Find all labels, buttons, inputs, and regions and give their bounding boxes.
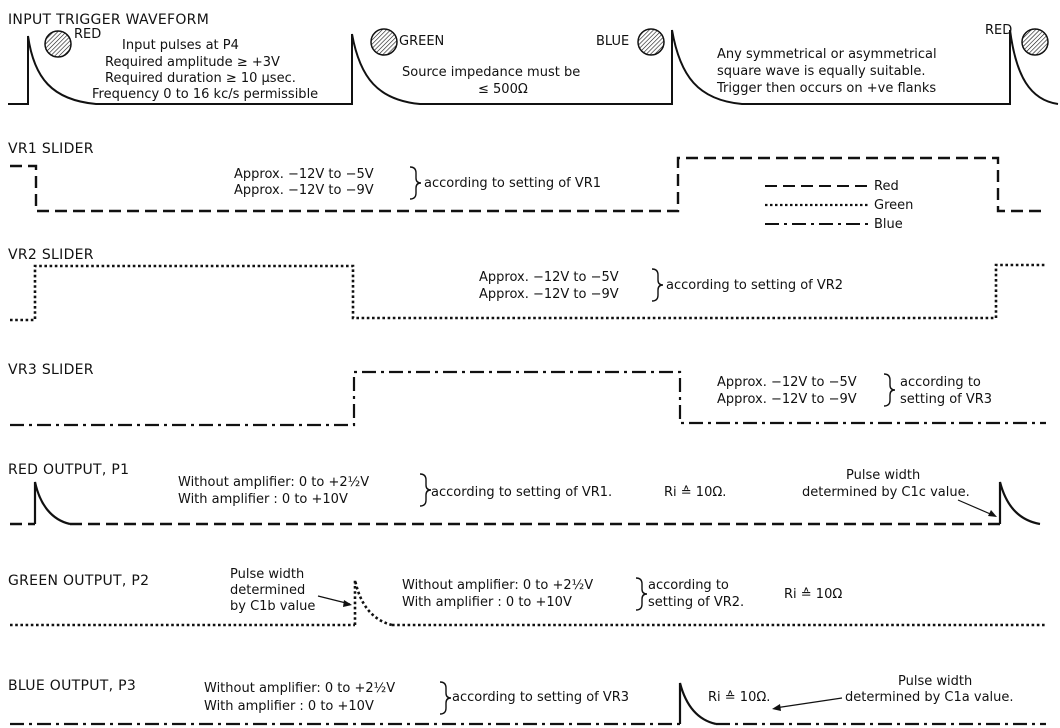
vr1-according: according to setting of VR1 — [424, 176, 601, 191]
blue-out-brace — [439, 681, 452, 715]
blue-out-title: BLUE OUTPUT, P3 — [8, 678, 136, 694]
blue-out-arrowhead — [772, 704, 781, 711]
red-out-with: With amplifier : 0 to +10V — [178, 492, 348, 507]
green-out-title: GREEN OUTPUT, P2 — [8, 573, 149, 589]
vr2-brace — [651, 268, 664, 302]
green-out-arrowhead — [343, 600, 352, 607]
vr2-approx-1: Approx. −12V to −5V — [479, 270, 619, 285]
blue-out-pulse-2-text: determined by C1a value. — [845, 690, 1014, 705]
red-out-brace — [419, 473, 432, 507]
vr1-approx-1: Approx. −12V to −5V — [234, 167, 374, 182]
blue-out-pulse — [678, 682, 717, 726]
red-out-pulse-2 — [998, 481, 1041, 526]
green-out-according-1: according to — [648, 578, 729, 593]
vr2-approx-2: Approx. −12V to −9V — [479, 287, 619, 302]
vr2-title: VR2 SLIDER — [8, 247, 94, 263]
vr3-according-1: according to — [900, 375, 981, 390]
red-out-according: according to setting of VR1. — [431, 485, 612, 500]
trigger-green-label: GREEN — [399, 34, 444, 49]
vr1-brace — [409, 166, 422, 200]
pulse-note-4: Frequency 0 to 16 kc/s permissible — [92, 87, 318, 102]
red-out-arrow — [957, 499, 996, 517]
green-out-ri: Ri ≙ 10Ω — [784, 587, 842, 602]
pulse-note-1: Input pulses at P4 — [122, 38, 239, 53]
vr2-waveform — [10, 263, 1046, 322]
red-out-pulse-1 — [33, 481, 71, 526]
red-out-pulse-1-text: Pulse width — [846, 468, 920, 483]
blue-lamp-icon — [637, 28, 665, 56]
blue-out-according: according to setting of VR3 — [452, 690, 629, 705]
red-out-pulse-2-text: determined by C1c value. — [802, 485, 970, 500]
legend-green-label: Green — [874, 198, 913, 213]
green-out-pulse-2-text: determined — [230, 583, 305, 598]
vr3-brace — [883, 373, 896, 407]
vr1-title: VR1 SLIDER — [8, 141, 94, 157]
pulse-note-3: Required duration ≥ 10 µsec. — [105, 71, 296, 86]
blue-out-with: With amplifier : 0 to +10V — [204, 699, 374, 714]
green-out-without: Without amplifier: 0 to +2½V — [402, 578, 593, 593]
red-lamp-icon-2 — [1021, 28, 1049, 56]
legend: Red Green Blue — [765, 179, 913, 232]
impedance-note-1: Source impedance must be — [402, 65, 580, 80]
green-out-brace — [635, 577, 648, 611]
red-lamp-icon — [44, 30, 72, 58]
square-note-1: Any symmetrical or asymmetrical — [717, 47, 937, 62]
green-out-with: With amplifier : 0 to +10V — [402, 595, 572, 610]
green-lamp-icon — [370, 28, 398, 56]
blue-out-arrow — [774, 697, 843, 709]
trigger-red-label: RED — [74, 27, 101, 42]
trigger-waveform — [8, 29, 1059, 105]
red-out-title: RED OUTPUT, P1 — [8, 462, 129, 478]
blue-out-without: Without amplifier: 0 to +2½V — [204, 681, 395, 696]
red-out-arrowhead — [988, 510, 997, 517]
vr3-according-2: setting of VR3 — [900, 392, 992, 407]
legend-blue-label: Blue — [874, 217, 903, 232]
red-out-ri: Ri ≙ 10Ω. — [664, 485, 726, 500]
impedance-note-2: ≤ 500Ω — [478, 82, 528, 97]
blue-out-ri: Ri ≙ 10Ω. — [708, 690, 770, 705]
trigger-red2-label: RED — [985, 23, 1012, 38]
legend-red-label: Red — [874, 179, 899, 194]
vr3-waveform — [10, 370, 1046, 427]
green-out-pulse-1-text: Pulse width — [230, 567, 304, 582]
vr3-title: VR3 SLIDER — [8, 362, 94, 378]
vr3-approx-2: Approx. −12V to −9V — [717, 392, 857, 407]
pulse-note-2: Required amplitude ≥ +3V — [105, 55, 280, 70]
vr1-waveform — [10, 156, 1046, 213]
vr1-approx-2: Approx. −12V to −9V — [234, 183, 374, 198]
green-out-pulse-3-text: by C1b value — [230, 599, 315, 614]
red-out-without: Without amplifier: 0 to +2½V — [178, 475, 369, 490]
trigger-title: INPUT TRIGGER WAVEFORM — [8, 12, 209, 28]
green-out-pulse — [353, 579, 393, 627]
vr2-according: according to setting of VR2 — [666, 278, 843, 293]
blue-out-pulse-1-text: Pulse width — [898, 674, 972, 689]
square-note-3: Trigger then occurs on +ve flanks — [716, 81, 936, 96]
square-note-2: square wave is equally suitable. — [717, 64, 926, 79]
vr3-approx-1: Approx. −12V to −5V — [717, 375, 857, 390]
trigger-blue-label: BLUE — [596, 34, 629, 49]
green-out-according-2: setting of VR2. — [648, 595, 744, 610]
